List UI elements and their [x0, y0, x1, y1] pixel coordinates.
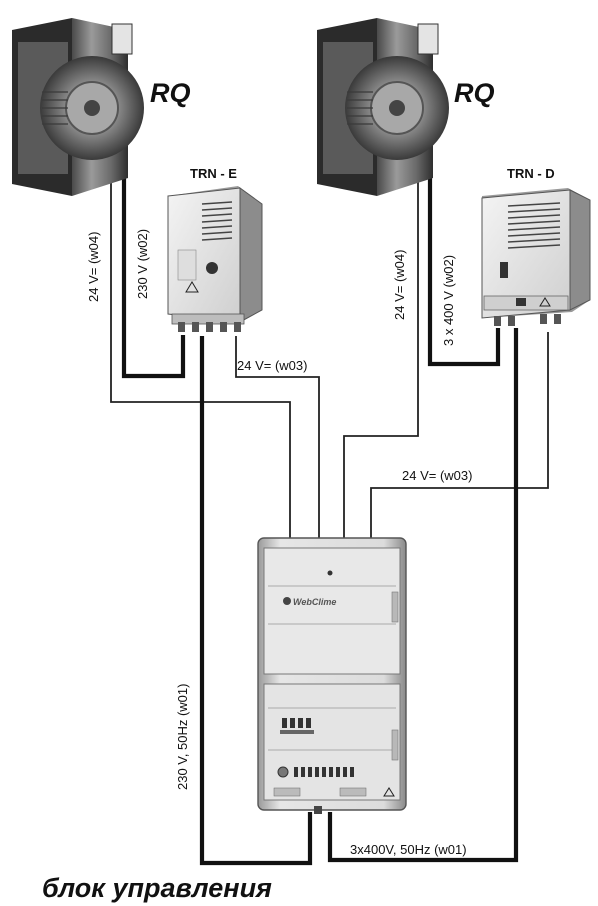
right-controller-label: TRN - D	[507, 166, 555, 181]
right-controller-box	[482, 188, 590, 326]
right-fan-label: RQ	[454, 78, 495, 108]
left-fan-signal-label: 24 V= (w04)	[86, 232, 101, 302]
left-fan-unit	[12, 18, 144, 196]
cabinet-brand: WebClime	[293, 597, 336, 607]
left-controller-label: TRN - E	[190, 166, 237, 181]
main-supply-single-label: 230 V, 50Hz (w01)	[175, 684, 190, 790]
left-controller-signal-label: 24 V= (w03)	[237, 358, 307, 373]
main-supply-three-label: 3x400V, 50Hz (w01)	[350, 842, 467, 857]
right-fan-unit	[317, 18, 449, 196]
left-fan-label: RQ	[150, 78, 191, 108]
left-fan-power-label: 230 V (w02)	[135, 229, 150, 299]
right-fan-signal-label: 24 V= (w04)	[392, 250, 407, 320]
right-controller-signal-label: 24 V= (w03)	[402, 468, 472, 483]
left-controller-box	[168, 186, 262, 332]
control-unit-caption: блок управления	[42, 873, 272, 903]
right-fan-power-label: 3 x 400 V (w02)	[441, 255, 456, 346]
control-cabinet: WebClime	[258, 538, 406, 814]
